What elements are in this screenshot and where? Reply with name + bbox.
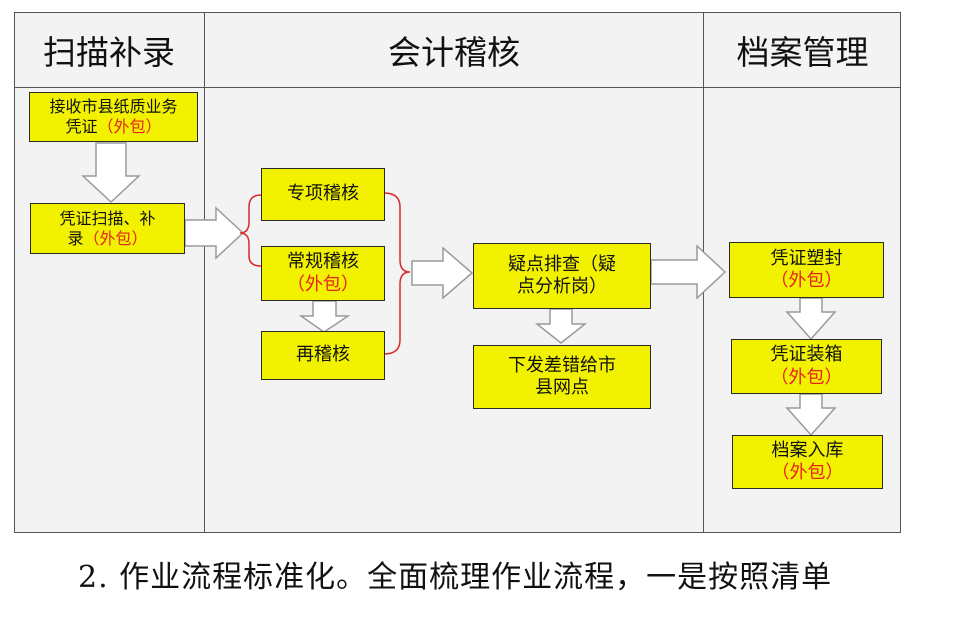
bracket-left	[239, 194, 262, 267]
box-special-audit: 专项稽核	[261, 168, 385, 221]
box-doubt-line1: 疑点排查（疑	[508, 253, 616, 275]
box-scan: 凭证扫描、补 录（外包）	[30, 203, 185, 254]
column-divider	[204, 12, 205, 533]
box-recheck: 再稽核	[261, 331, 385, 380]
box-recheck-text: 再稽核	[296, 344, 350, 366]
arrow-down	[534, 308, 588, 344]
box-routine-line1: 常规稽核	[287, 251, 359, 272]
body-text: 2. 作业流程标准化。全面梳理作业流程，一是按照清单	[78, 560, 833, 595]
outsource-tag: （外包）	[771, 462, 844, 483]
bracket-right	[383, 192, 411, 355]
outsource-tag: （外包）	[770, 270, 843, 291]
arrow-down	[785, 393, 837, 437]
box-scan-line2: 录（外包）	[67, 228, 148, 248]
outsource-tag: （外包）	[287, 273, 359, 295]
box-routine-audit: 常规稽核 （外包）	[261, 246, 385, 301]
arrow-down	[81, 142, 141, 204]
outsource-tag: （外包）	[770, 366, 843, 388]
outsource-tag: （外包）	[83, 228, 148, 248]
box-scan-line1: 凭证扫描、补	[59, 208, 156, 228]
box-receive-line1: 接收市县纸质业务	[49, 97, 178, 116]
box-issue-errors: 下发差错给市 县网点	[473, 345, 651, 409]
box-receive: 接收市县纸质业务 凭证（外包）	[29, 92, 198, 142]
arrow-down	[785, 297, 837, 341]
box-doubt-check: 疑点排查（疑 点分析岗）	[473, 243, 651, 309]
box-seal: 凭证塑封 （外包）	[729, 242, 884, 298]
arrow-down	[298, 300, 351, 333]
box-doubt-line2: 点分析岗）	[517, 276, 607, 297]
box-receive-line2: 凭证（外包）	[65, 117, 162, 136]
box-issue-line2: 县网点	[535, 377, 589, 398]
column-header-archive: 档案管理	[736, 32, 869, 72]
box-seal-line1: 凭证塑封	[770, 247, 843, 269]
arrow-right	[650, 244, 727, 300]
header-divider	[14, 87, 901, 88]
box-store: 档案入库 （外包）	[732, 435, 883, 489]
box-issue-line1: 下发差错给市	[508, 354, 616, 376]
box-store-line1: 档案入库	[771, 439, 844, 461]
box-boxing-line1: 凭证装箱	[770, 344, 843, 365]
box-special-text: 专项稽核	[287, 183, 359, 205]
arrow-right	[184, 206, 245, 260]
arrow-right	[411, 246, 474, 300]
column-header-scan: 扫描补录	[43, 32, 175, 72]
outsource-tag: （外包）	[97, 117, 162, 136]
column-header-audit: 会计稽核	[388, 32, 520, 72]
box-boxing: 凭证装箱 （外包）	[731, 339, 882, 394]
